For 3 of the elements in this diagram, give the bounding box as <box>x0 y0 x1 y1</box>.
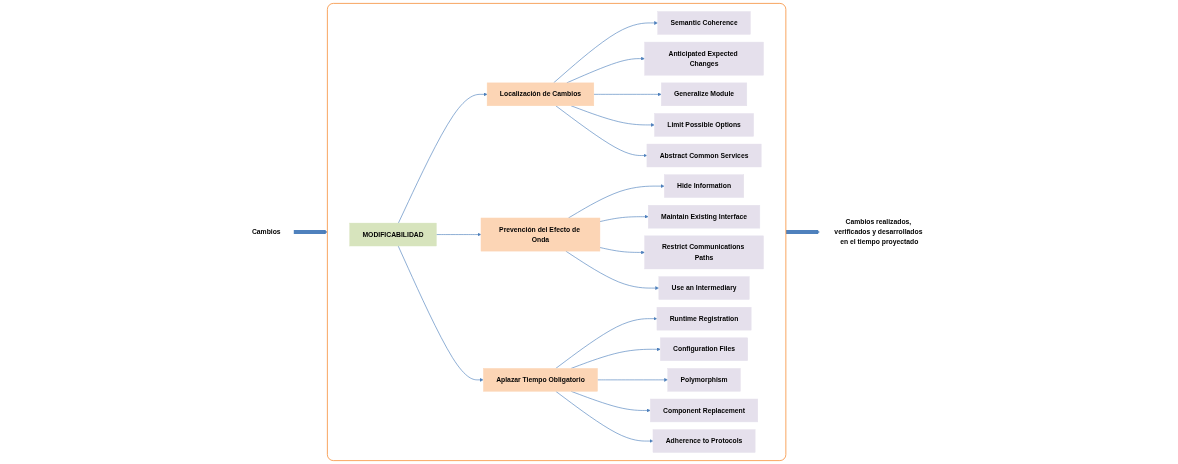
cluster <box>326 2 787 462</box>
arrow <box>293 230 328 234</box>
arrow <box>785 230 820 234</box>
